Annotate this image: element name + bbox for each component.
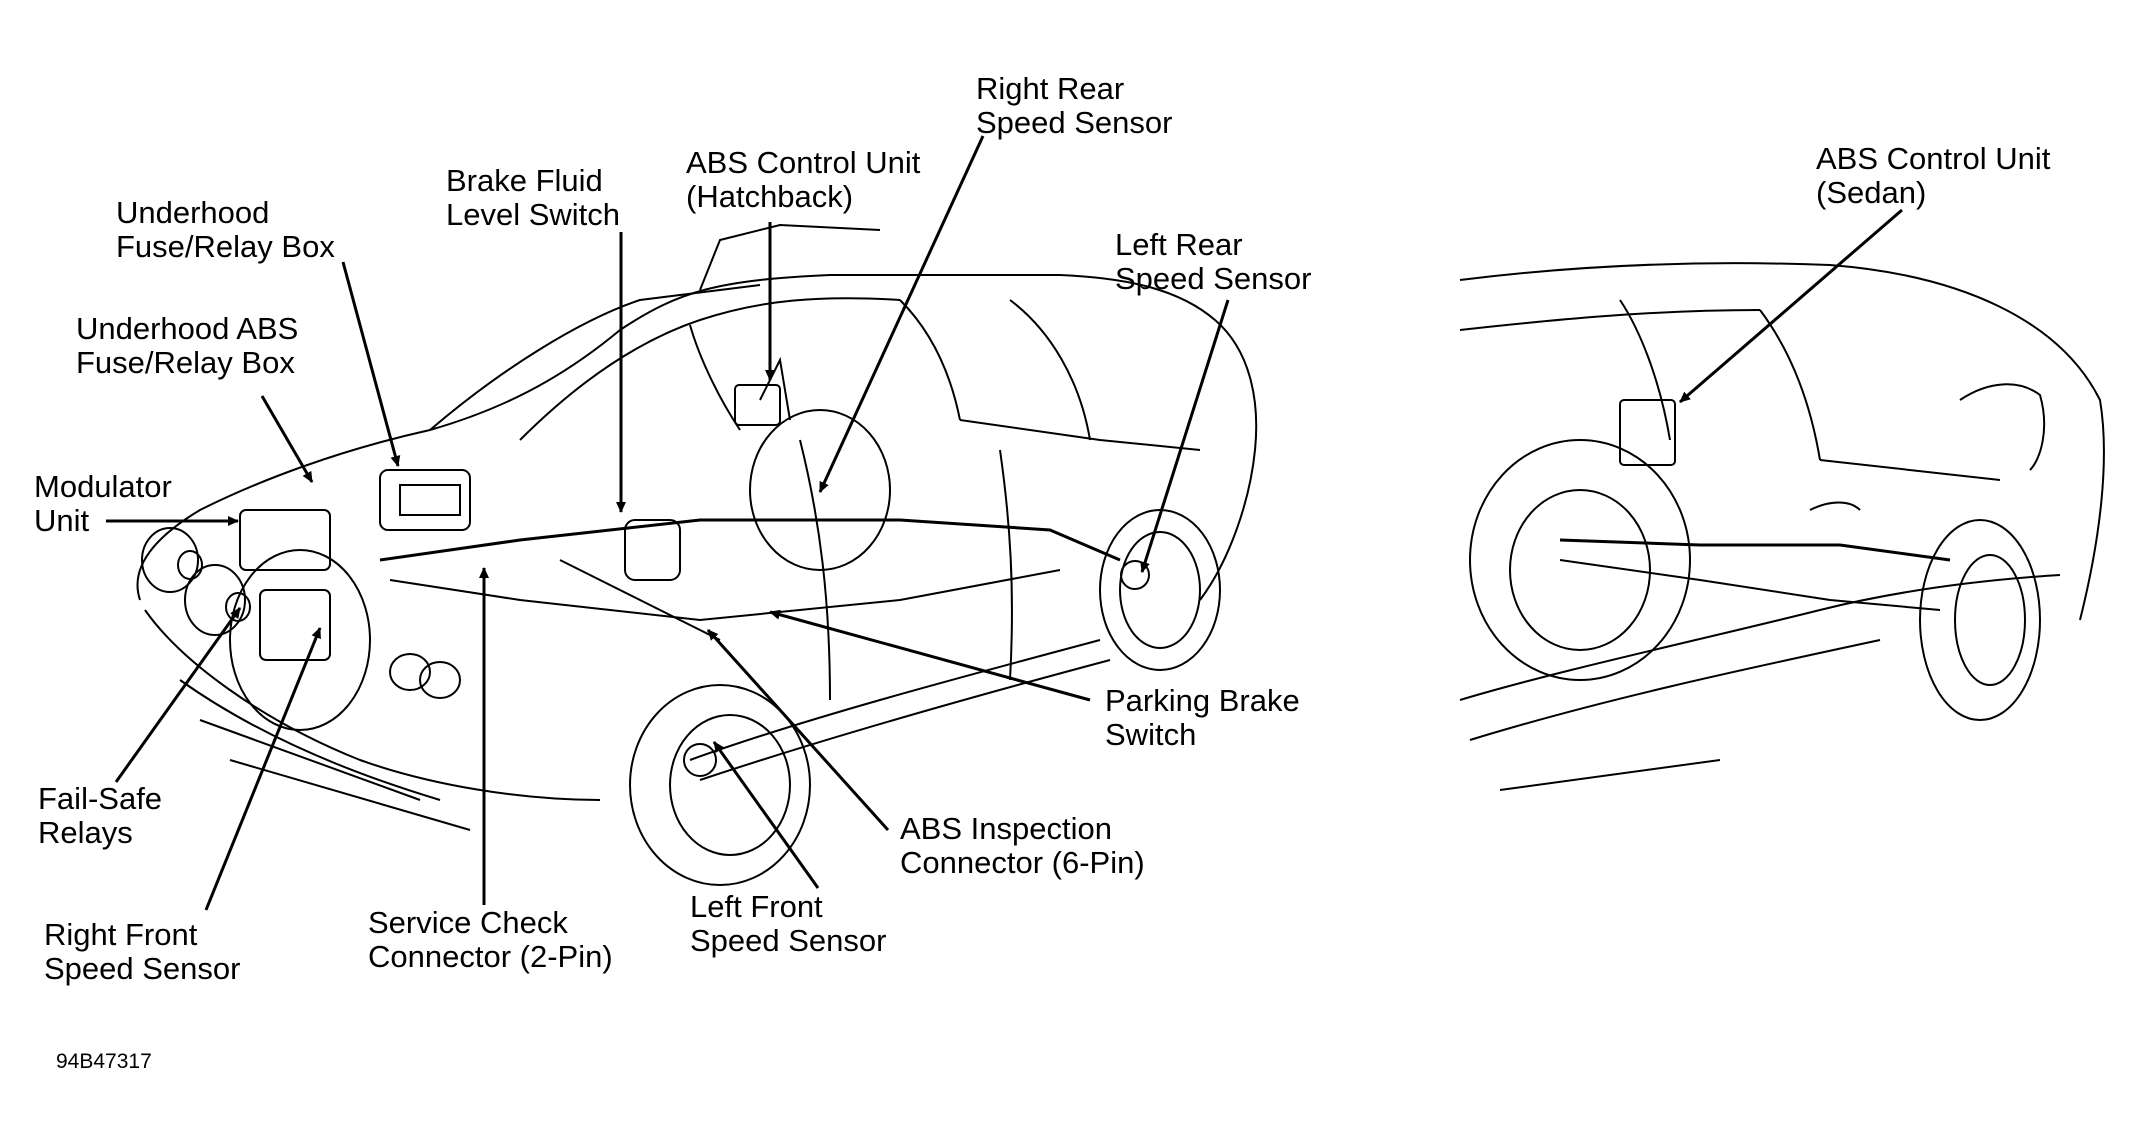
label-fail-safe-relays: Fail-Safe Relays xyxy=(38,781,163,850)
leader-underhood-abs-box xyxy=(260,395,314,483)
leader-underhood-fuse-box xyxy=(341,261,401,467)
figure-code: 94B47317 xyxy=(56,1050,152,1073)
hatchback-car-illustration xyxy=(136,223,1258,886)
label-abs-control-sedan: ABS Control Unit (Sedan) xyxy=(1816,141,2051,210)
label-modulator-unit: Modulator Unit xyxy=(34,469,172,538)
leader-abs-inspection-connector xyxy=(706,628,890,832)
leader-abs-control-sedan xyxy=(1679,208,1903,404)
leader-fail-safe-relays xyxy=(114,607,242,783)
leader-left-rear-sensor xyxy=(1140,299,1230,573)
label-brake-fluid-switch: Brake Fluid Level Switch xyxy=(446,163,621,232)
leader-parking-brake-switch xyxy=(769,609,1091,702)
label-abs-control-hatchback: ABS Control Unit (Hatchback) xyxy=(686,145,921,214)
label-left-front-sensor: Left Front Speed Sensor xyxy=(690,889,887,958)
label-right-front-sensor: Right Front Speed Sensor xyxy=(44,917,241,986)
leader-right-rear-sensor xyxy=(818,135,985,493)
label-parking-brake-switch: Parking Brake Switch xyxy=(1105,683,1300,752)
label-underhood-fuse-box: Underhood Fuse/Relay Box xyxy=(116,195,335,264)
label-abs-inspection-connector: ABS Inspection Connector (6-Pin) xyxy=(900,811,1145,880)
sedan-car-illustration xyxy=(1459,262,2105,791)
label-right-rear-sensor: Right Rear Speed Sensor xyxy=(976,71,1173,140)
leader-right-front-sensor xyxy=(204,627,322,911)
label-left-rear-sensor: Left Rear Speed Sensor xyxy=(1115,227,1312,296)
leader-lines xyxy=(106,135,1903,911)
leader-left-front-sensor xyxy=(712,741,820,889)
label-service-check-connector: Service Check Connector (2-Pin) xyxy=(368,905,613,974)
label-underhood-abs-box: Underhood ABS Fuse/Relay Box xyxy=(76,311,299,380)
